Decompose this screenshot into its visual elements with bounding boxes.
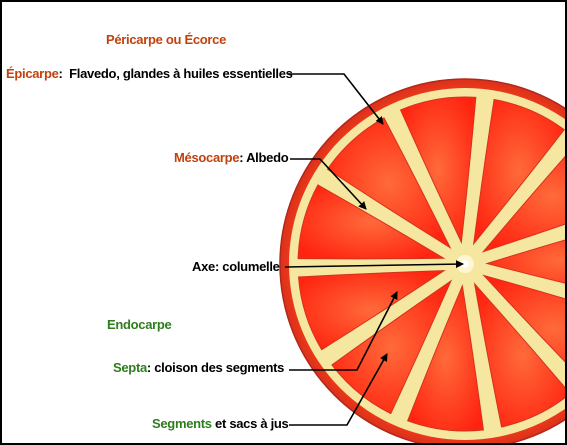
pericarp-title: Péricarpe ou Écorce [106, 32, 227, 47]
septa-separator: : [146, 360, 151, 375]
pulp-segment [297, 270, 446, 351]
label-segments: Segments et sacs à jus [152, 416, 289, 432]
leader-segments [289, 353, 388, 426]
label-epicarp: Épicarpe: Flavedo, glandes à huiles esse… [6, 66, 293, 82]
segments-description: et sacs à jus [211, 416, 289, 431]
pulp-segment [399, 96, 477, 245]
pulp-segment [326, 117, 452, 250]
mesocarp-term: Mésocarpe [174, 150, 240, 165]
label-endocarp: Endocarpe [107, 317, 172, 333]
label-axis: Axe: columelle [192, 259, 280, 275]
epicarp-separator: : [58, 66, 63, 81]
leader-mesocarp [290, 158, 367, 210]
axis-term: Axe: [192, 259, 219, 274]
leader-epicarp [288, 73, 384, 125]
mesocarp-description: Albedo [243, 150, 289, 165]
epicarp-description: Flavedo, glandes à huiles essentielles [62, 66, 293, 81]
pulp-segment [482, 274, 565, 363]
pulp-segment [473, 282, 565, 428]
pulp-segment [406, 284, 484, 432]
orange-fruit [279, 78, 565, 443]
pulp-segment [481, 155, 565, 253]
pulp-segment [297, 184, 446, 260]
pulp-segment [331, 279, 453, 415]
header-title: Péricarpe ou Écorce [106, 32, 226, 48]
pulp-segment [485, 239, 565, 284]
axis-description: columelle [218, 259, 280, 274]
septa-description: cloison des segments [150, 360, 285, 375]
leader-lines [284, 73, 464, 426]
leader-axis [284, 260, 464, 269]
endocarp-term: Endocarpe [107, 317, 172, 332]
pulp-segment [472, 98, 565, 246]
leader-septa [289, 291, 398, 371]
label-mesocarp: Mésocarpe: Albedo [174, 150, 289, 166]
septa-term: Septa [113, 360, 147, 375]
segments-term: Segments [152, 416, 212, 431]
epicarp-term: Épicarpe [6, 66, 59, 81]
label-septa: Septa: cloison des segments [113, 360, 284, 376]
mesocarp-separator: : [239, 150, 244, 165]
